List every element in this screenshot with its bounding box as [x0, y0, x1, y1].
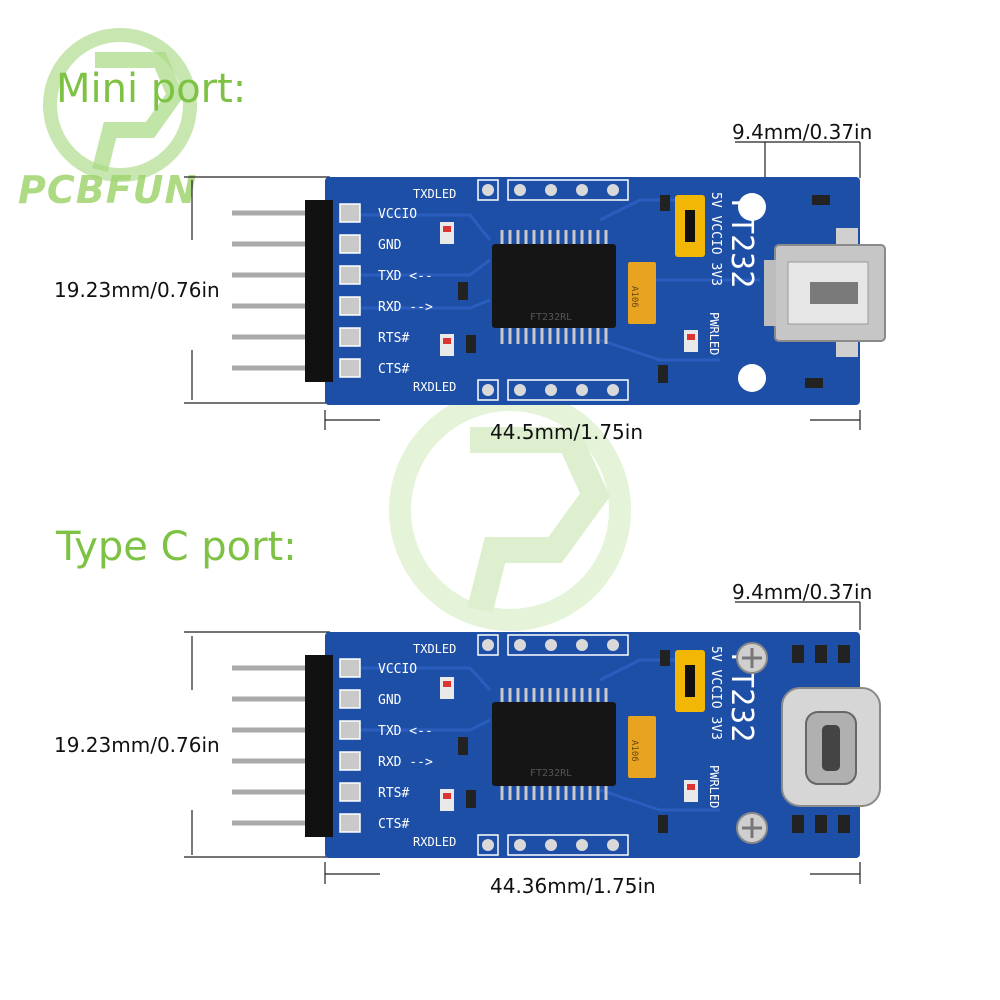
typec-pin-label-rxd: RXD -->	[378, 755, 433, 770]
mini-board: VCCIO GND TXD <-- RXD --> RTS# CTS# TXDL…	[232, 177, 886, 405]
typec-pwrled-label: PWRLED	[707, 765, 721, 808]
typec-chip-label: FT232RL	[530, 768, 572, 779]
typec-ft232rl-chip: FT232RL	[492, 688, 616, 800]
brand-watermark: PCBFUN	[18, 168, 198, 212]
typec-pin-label-cts: CTS#	[378, 817, 409, 832]
typec-rxled-label: RXDLED	[413, 835, 456, 849]
mini-ft232rl-chip: FT232RL	[492, 230, 616, 344]
typec-jumper	[675, 650, 705, 712]
mini-pin-label-gnd: GND	[378, 238, 402, 253]
typec-port-heading: Type C port:	[56, 524, 297, 570]
typec-pin-label-gnd: GND	[378, 693, 402, 708]
typec-leds	[440, 677, 698, 811]
usb-type-c-connector-icon	[781, 687, 881, 807]
mini-pin-label-vccio: VCCIO	[378, 207, 417, 222]
mini-usb-connector-icon	[764, 228, 886, 357]
typec-dimension-lines	[184, 601, 861, 884]
typec-pin-label-rts: RTS#	[378, 786, 409, 801]
mini-board-height-label: 19.23mm/0.76in	[54, 278, 220, 302]
typec-port-width-label: 9.4mm/0.37in	[732, 580, 873, 604]
mini-leds	[440, 222, 698, 356]
mini-txled-label: TXDLED	[413, 187, 456, 201]
typec-cap-label: A106	[629, 740, 639, 762]
typec-board: VCCIO GND TXD <-- RXD --> RTS# CTS#	[232, 632, 881, 858]
typec-pin-header	[232, 655, 361, 837]
pcbfun-logo-icon	[43, 28, 197, 182]
mini-pin-label-rts: RTS#	[378, 331, 409, 346]
mini-port-width-label: 9.4mm/0.37in	[732, 120, 873, 144]
mini-voltage-label: 5V VCCIO 3V3	[708, 192, 723, 286]
typec-screws	[736, 642, 768, 844]
mini-pin-label-txd: TXD <--	[378, 269, 433, 284]
typec-txled-label: TXDLED	[413, 642, 456, 656]
mini-rxled-label: RXDLED	[413, 380, 456, 394]
typec-board-height-label: 19.23mm/0.76in	[54, 733, 220, 757]
mini-pwrled-label: PWRLED	[707, 312, 721, 355]
typec-pin-label-vccio: VCCIO	[378, 662, 417, 677]
mini-pin-label-rxd: RXD -->	[378, 300, 433, 315]
mini-cap-label: A106	[629, 286, 639, 308]
mini-pin-header	[232, 200, 361, 382]
mini-board-length-label: 44.5mm/1.75in	[490, 420, 643, 444]
typec-pin-label-txd: TXD <--	[378, 724, 433, 739]
mini-port-heading: Mini port:	[56, 66, 247, 112]
mini-chip-label: FT232RL	[530, 312, 572, 323]
typec-voltage-label: 5V VCCIO 3V3	[708, 646, 723, 740]
typec-board-length-label: 44.36mm/1.75in	[490, 874, 656, 898]
mini-pin-label-cts: CTS#	[378, 362, 409, 377]
mini-jumper	[675, 195, 705, 257]
